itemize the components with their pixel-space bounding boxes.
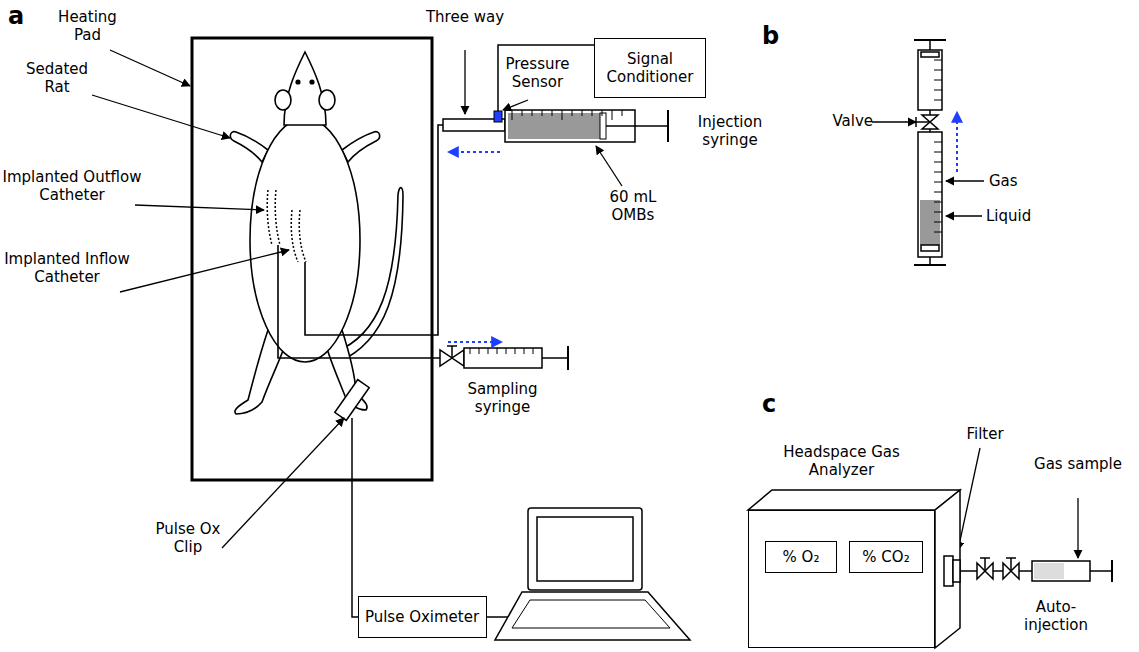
box-label: Pulse Oximeter	[365, 608, 479, 626]
leader-line	[92, 50, 1078, 558]
box-label: % CO₂	[862, 548, 909, 566]
readout-display: % O₂	[765, 541, 837, 573]
flow-arrow	[448, 112, 957, 342]
panel-letter: a	[8, 2, 38, 31]
callout-label: Liquid	[986, 207, 1051, 225]
box-heading: Headspace Gas Analyzer	[779, 443, 904, 479]
callout-label: Gas sample	[1033, 455, 1123, 473]
callout-label: 60 mL OMBs	[588, 188, 678, 224]
pulse-oximeter-box: Pulse Oximeter	[358, 596, 487, 638]
callout-label: Injection syringe	[680, 113, 780, 149]
callout-label: Pulse Ox Clip	[148, 520, 228, 556]
callout-label: Valve	[815, 112, 873, 130]
gas-liquid-syringes	[914, 40, 946, 265]
box-label: Signal Conditioner	[595, 50, 705, 86]
sampling-syringe	[440, 346, 568, 370]
box-label: % O₂	[783, 548, 820, 566]
callout-label: Filter	[955, 425, 1015, 443]
injection-syringe	[505, 110, 668, 142]
callout-label: Sampling syringe	[455, 380, 550, 416]
panel-letter: b	[762, 22, 792, 51]
callout-label: Sedated Rat	[12, 60, 102, 96]
pressure-sensor	[494, 111, 502, 122]
callout-label: Auto- injection	[1010, 598, 1102, 634]
callout-label: Three way	[425, 8, 505, 26]
heating-pad	[192, 38, 432, 480]
signal-conditioner-box: Signal Conditioner	[594, 38, 706, 98]
callout-label: Implanted Outflow Catheter	[2, 168, 142, 204]
callout-label: Implanted Inflow Catheter	[2, 250, 132, 286]
callout-label: Heating Pad	[45, 8, 130, 44]
oximeter-wire	[352, 418, 366, 617]
panel-letter: c	[762, 390, 792, 419]
laptop	[495, 508, 690, 640]
gas-analyzer-box: Headspace Gas Analyzer% O₂% CO₂	[748, 510, 935, 648]
readout-display: % CO₂	[849, 541, 923, 573]
tubing	[278, 125, 445, 358]
analyzer-housing	[748, 490, 960, 648]
callout-label: Pressure Sensor	[490, 55, 585, 91]
callout-label: Gas	[989, 172, 1039, 190]
sample-line	[944, 556, 1112, 586]
rat-outline	[230, 52, 403, 414]
pulse-ox-clip	[335, 380, 369, 421]
